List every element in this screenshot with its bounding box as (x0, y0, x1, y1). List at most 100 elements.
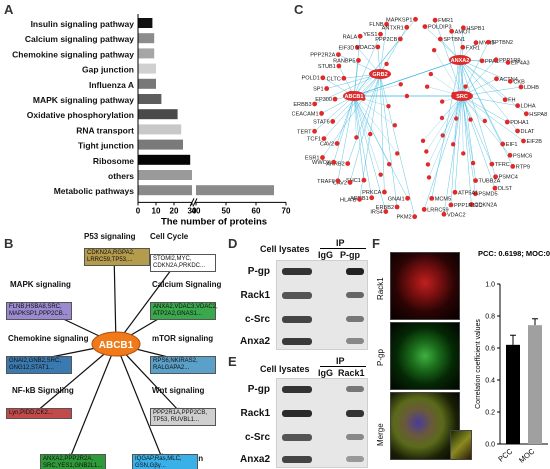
network-node-label: SPTBN1 (443, 37, 465, 43)
network-edge (461, 95, 524, 142)
network-node (395, 151, 400, 156)
network-node (335, 178, 341, 184)
network-edge (353, 34, 381, 97)
network-node (336, 52, 341, 57)
blot-d-header-lysates: Cell lysates (260, 244, 310, 254)
network-node (510, 164, 516, 169)
network-node (521, 138, 526, 144)
pathway-connector (35, 343, 117, 413)
bar (196, 185, 274, 196)
network-node-label: STUB1 (318, 64, 336, 70)
pathway-title: Chemokine signaling (8, 334, 89, 343)
bar (138, 63, 156, 74)
network-node-label: VDAC2 (447, 212, 466, 218)
abcb1-label: ABCB1 (99, 340, 134, 351)
blot-band (282, 434, 312, 441)
blot-band (282, 386, 312, 393)
hub-node (369, 69, 391, 79)
network-edge (433, 50, 463, 97)
network-node (507, 78, 513, 84)
network-node-label: TCF1 (307, 137, 321, 143)
network-node (312, 101, 318, 107)
pathway-title: Wnt signaling (152, 386, 205, 395)
x-tick-label: 30 (188, 206, 197, 215)
blot-d-membrane (276, 260, 368, 350)
network-node-label: PPP1R9 (499, 58, 520, 64)
network-node (452, 189, 458, 195)
network-node (425, 162, 431, 167)
network-edge (459, 59, 476, 181)
pathway-gene-box: ANXA2,VDAC3,VDAC2, ATP2A2,GNAS1... (150, 302, 218, 320)
network-node (493, 174, 498, 180)
blot-d-row-label: P-gp (247, 266, 270, 277)
category-label: Oxidative phosphorylation (27, 110, 134, 120)
network-node-label: EIF3D (338, 45, 354, 51)
network-node (383, 209, 389, 214)
network-node-label: RANBP5 (333, 58, 355, 64)
network-node (429, 195, 435, 201)
pathway-title: Cell Cycle (150, 232, 189, 241)
blot-e-header-ip: IP (336, 356, 345, 366)
network-node (507, 152, 513, 158)
network-node (494, 76, 499, 82)
blot-band (282, 456, 312, 463)
micro-label-merge: Merge (376, 423, 385, 446)
network-node (392, 123, 398, 128)
category-label: others (108, 171, 134, 181)
pathway-gene-box: RPS6,NKIRAS2, RALGAPA2... (150, 356, 216, 374)
micro-label-pgp: P-gp (376, 349, 385, 366)
network-node-label: ERBB2 (376, 205, 394, 211)
network-node-label: ANTXR1 (382, 25, 404, 31)
network-edge (323, 73, 381, 139)
hub-node (449, 55, 471, 65)
blot-band (346, 292, 364, 298)
x-tick-label: 70 (282, 206, 291, 215)
chart-f: PCC: 0.6198; MOC:0.74270.00.20.40.60.81.… (475, 249, 550, 465)
y-tick-label: 0.6 (485, 346, 495, 353)
blot-band (346, 410, 364, 417)
blot-d-row-label: Anxa2 (239, 336, 270, 347)
panel-letter-a: A (4, 2, 14, 17)
network-node-label: FH (508, 98, 515, 104)
network-node-label: PPP2R2A (310, 53, 335, 59)
network-edge (434, 20, 463, 97)
panel-letter-c: C (294, 2, 304, 17)
panel-letter-b: B (4, 236, 14, 251)
network-node (357, 196, 362, 202)
blot-band (282, 338, 312, 345)
y-tick-label: 1.0 (485, 282, 495, 289)
network-node (473, 178, 478, 184)
network-edge (353, 95, 365, 181)
microscopy-rack1 (390, 252, 460, 320)
network-node (378, 172, 383, 177)
hub-label: GRB2 (372, 72, 387, 78)
blot-band (282, 410, 312, 417)
network-node-label: AMOT (455, 29, 472, 35)
network-node-label: CDKN2A (474, 202, 497, 208)
bar (138, 33, 155, 44)
network-node-label: CLTC (327, 76, 341, 82)
network-node (472, 191, 478, 197)
network-node-label: POLD1 (301, 76, 319, 82)
network-node (439, 115, 445, 121)
blot-band (346, 456, 364, 462)
hub-node (451, 91, 473, 101)
blot-d: Cell lysates IP IgG P-gp P-gp Rack1 c-Sr… (226, 234, 372, 352)
pathway-connector (115, 343, 163, 459)
network-node-label: EIF4A3 (511, 60, 530, 66)
pathway-connector (69, 343, 117, 459)
network-node-label: MCM5 (435, 196, 451, 202)
blot-e-membrane (276, 378, 368, 468)
network-node-label: EIF1 (506, 142, 518, 148)
network-node-label: ARRB2 (326, 162, 345, 168)
blot-e: Cell lysates IP IgG Rack1 P-gp Rack1 c-S… (226, 352, 372, 469)
micro-label-rack1: Rack1 (376, 277, 385, 300)
network-node (469, 202, 474, 207)
network-node-label: FLNB (369, 22, 384, 28)
network-node-label: LDHA (521, 104, 536, 110)
panel-letter-f: F (372, 236, 380, 251)
blot-band (346, 268, 364, 275)
category-label: Gap junction (82, 65, 134, 75)
network-node (454, 116, 459, 121)
network-node (320, 75, 326, 81)
